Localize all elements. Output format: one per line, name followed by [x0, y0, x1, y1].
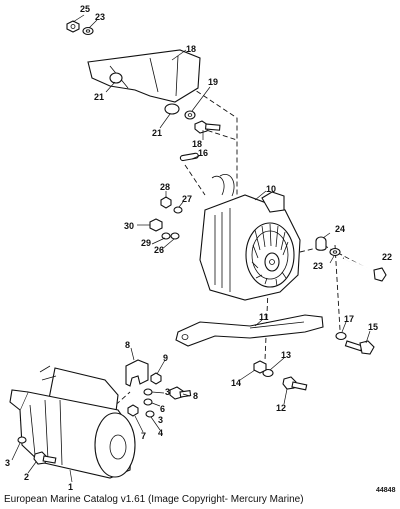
nut-30 — [149, 218, 163, 232]
washer-4 — [145, 410, 155, 418]
callout-20: 19 — [208, 77, 218, 87]
callout-17: 16 — [198, 148, 208, 158]
callout-5: 6 — [160, 404, 165, 414]
washer-3-left — [17, 436, 27, 444]
mounting-bracket-18 — [87, 49, 201, 115]
callout-1: 1 — [68, 482, 73, 492]
callout-6: 7 — [141, 431, 146, 441]
alternator-10 — [199, 174, 301, 301]
callout-26: 26 — [154, 245, 164, 255]
nut-28 — [160, 196, 172, 209]
callout-16: 17 — [344, 314, 354, 324]
washer-13 — [262, 368, 274, 378]
bolt-22 — [342, 257, 387, 282]
spacer-24 — [315, 236, 327, 251]
bracket-spacer-21-lower — [164, 103, 180, 115]
washer-29 — [161, 232, 171, 240]
callout-13: 13 — [281, 350, 291, 360]
washer-16 — [335, 331, 347, 341]
callout-11: 11 — [259, 312, 269, 322]
pin-17 — [179, 152, 199, 162]
callout-7: 8 — [193, 391, 198, 401]
callout-21-upper: 21 — [94, 92, 104, 102]
starter-motor-1 — [9, 365, 136, 479]
callout-23-top: 23 — [95, 12, 105, 22]
washer-5 — [143, 398, 153, 406]
callout-29: 29 — [141, 238, 151, 248]
callout-14: 14 — [231, 378, 241, 388]
callout-19: 18 — [192, 139, 202, 149]
image-caption: European Marine Catalog v1.61 (Image Cop… — [4, 494, 304, 505]
washer-27 — [173, 206, 183, 214]
adjusting-bracket-11 — [175, 314, 324, 347]
callout-27: 27 — [182, 194, 192, 204]
nut-6 — [127, 404, 139, 417]
bolt-15 — [344, 340, 375, 355]
callout-3-right: 3 — [165, 387, 170, 397]
bolt-7 — [169, 386, 192, 400]
callout-8: 8 — [125, 340, 130, 350]
callout-9: 9 — [163, 353, 168, 363]
leader-lines — [11, 14, 371, 483]
washer-3 — [143, 388, 153, 396]
bolt-12 — [282, 376, 308, 391]
washer-26 — [170, 232, 180, 240]
callout-22: 22 — [382, 252, 392, 262]
bolt-2 — [33, 451, 57, 465]
callout-18: 18 — [186, 44, 196, 54]
nut-14 — [253, 360, 267, 374]
callout-2: 2 — [24, 472, 29, 482]
callout-30: 30 — [124, 221, 134, 231]
solenoid-bracket-8 — [125, 359, 149, 387]
washer-23-top — [82, 26, 94, 36]
callout-12: 12 — [276, 403, 286, 413]
callout-23-right: 23 — [313, 261, 323, 271]
callout-21-lower: 21 — [152, 128, 162, 138]
callout-28: 28 — [160, 182, 170, 192]
washer-20 — [184, 110, 196, 120]
callout-15: 15 — [368, 322, 378, 332]
callout-labels: 25 23 18 21 21 19 18 16 10 28 27 30 29 2… — [5, 4, 396, 494]
nut-9 — [150, 372, 162, 385]
reference-number: 44848 — [376, 487, 396, 494]
callout-25: 25 — [80, 4, 90, 14]
callout-4: 4 — [158, 428, 163, 438]
callout-10: 10 — [266, 184, 276, 194]
nut-25 — [66, 20, 80, 33]
bracket-spacer-21-top — [109, 72, 123, 84]
bolt-19 — [194, 120, 221, 134]
callout-3-left: 3 — [5, 458, 10, 468]
washer-23-right — [329, 247, 341, 257]
callout-3-lower: 3 — [158, 415, 163, 425]
callout-24: 24 — [335, 224, 345, 234]
